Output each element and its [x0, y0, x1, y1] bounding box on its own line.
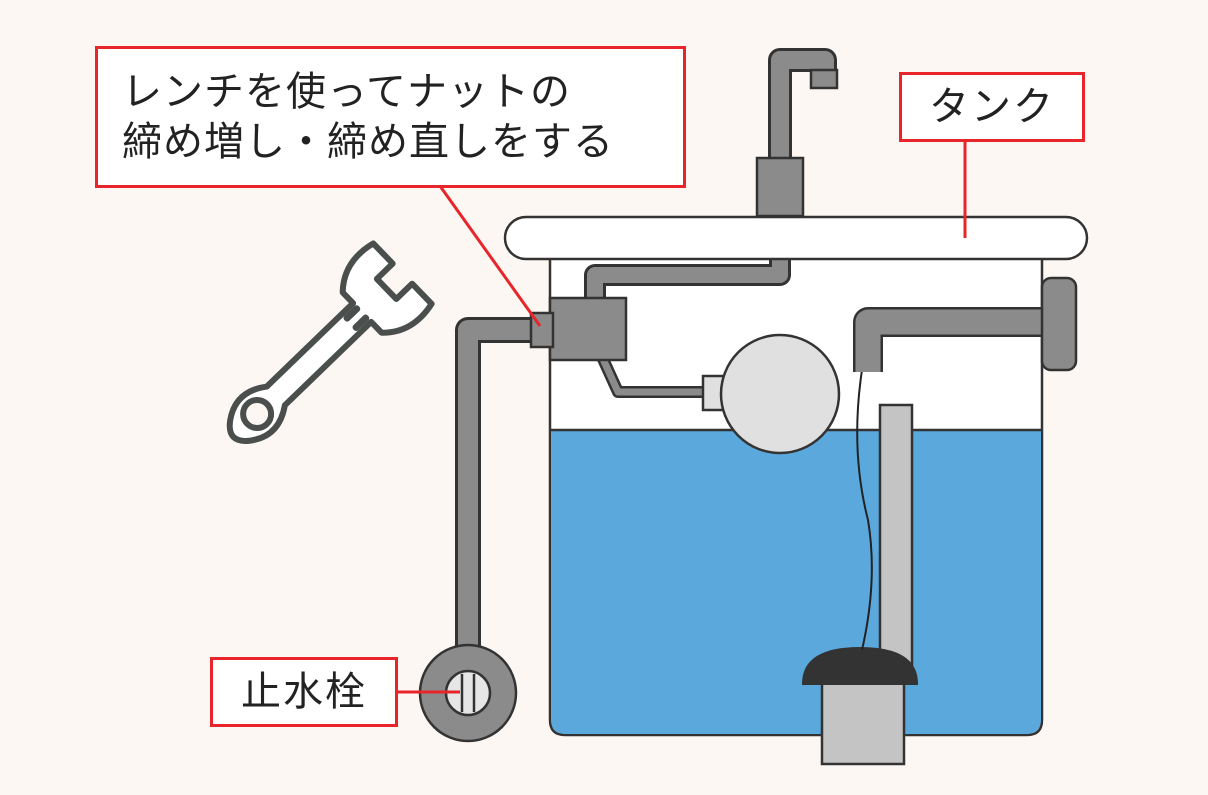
supply-pipe [455, 317, 540, 680]
overflow-tube [820, 403, 914, 766]
faucet-spout [755, 48, 839, 218]
flapper [801, 646, 919, 685]
stop-valve-label: 止水栓 [210, 657, 398, 727]
ballcock-nut [529, 296, 628, 362]
stop-valve [418, 643, 518, 743]
flapper-chain [856, 369, 873, 651]
tank-label: タンク [899, 72, 1085, 142]
wrench-instruction-line1: レンチを使ってナットの [122, 69, 571, 115]
wrench-instruction-callout: レンチを使ってナットの 締め増し・締め直しをする [95, 46, 686, 188]
tank [548, 253, 1044, 737]
wrench-instruction-line2: 締め増し・締め直しをする [122, 119, 614, 165]
flush-lever [853, 276, 1078, 372]
float-ball [592, 333, 841, 455]
tank-lid [503, 215, 1089, 261]
wrench-icon [226, 240, 435, 444]
wrench-leader-line [438, 185, 542, 327]
tank-water [551, 430, 1041, 734]
